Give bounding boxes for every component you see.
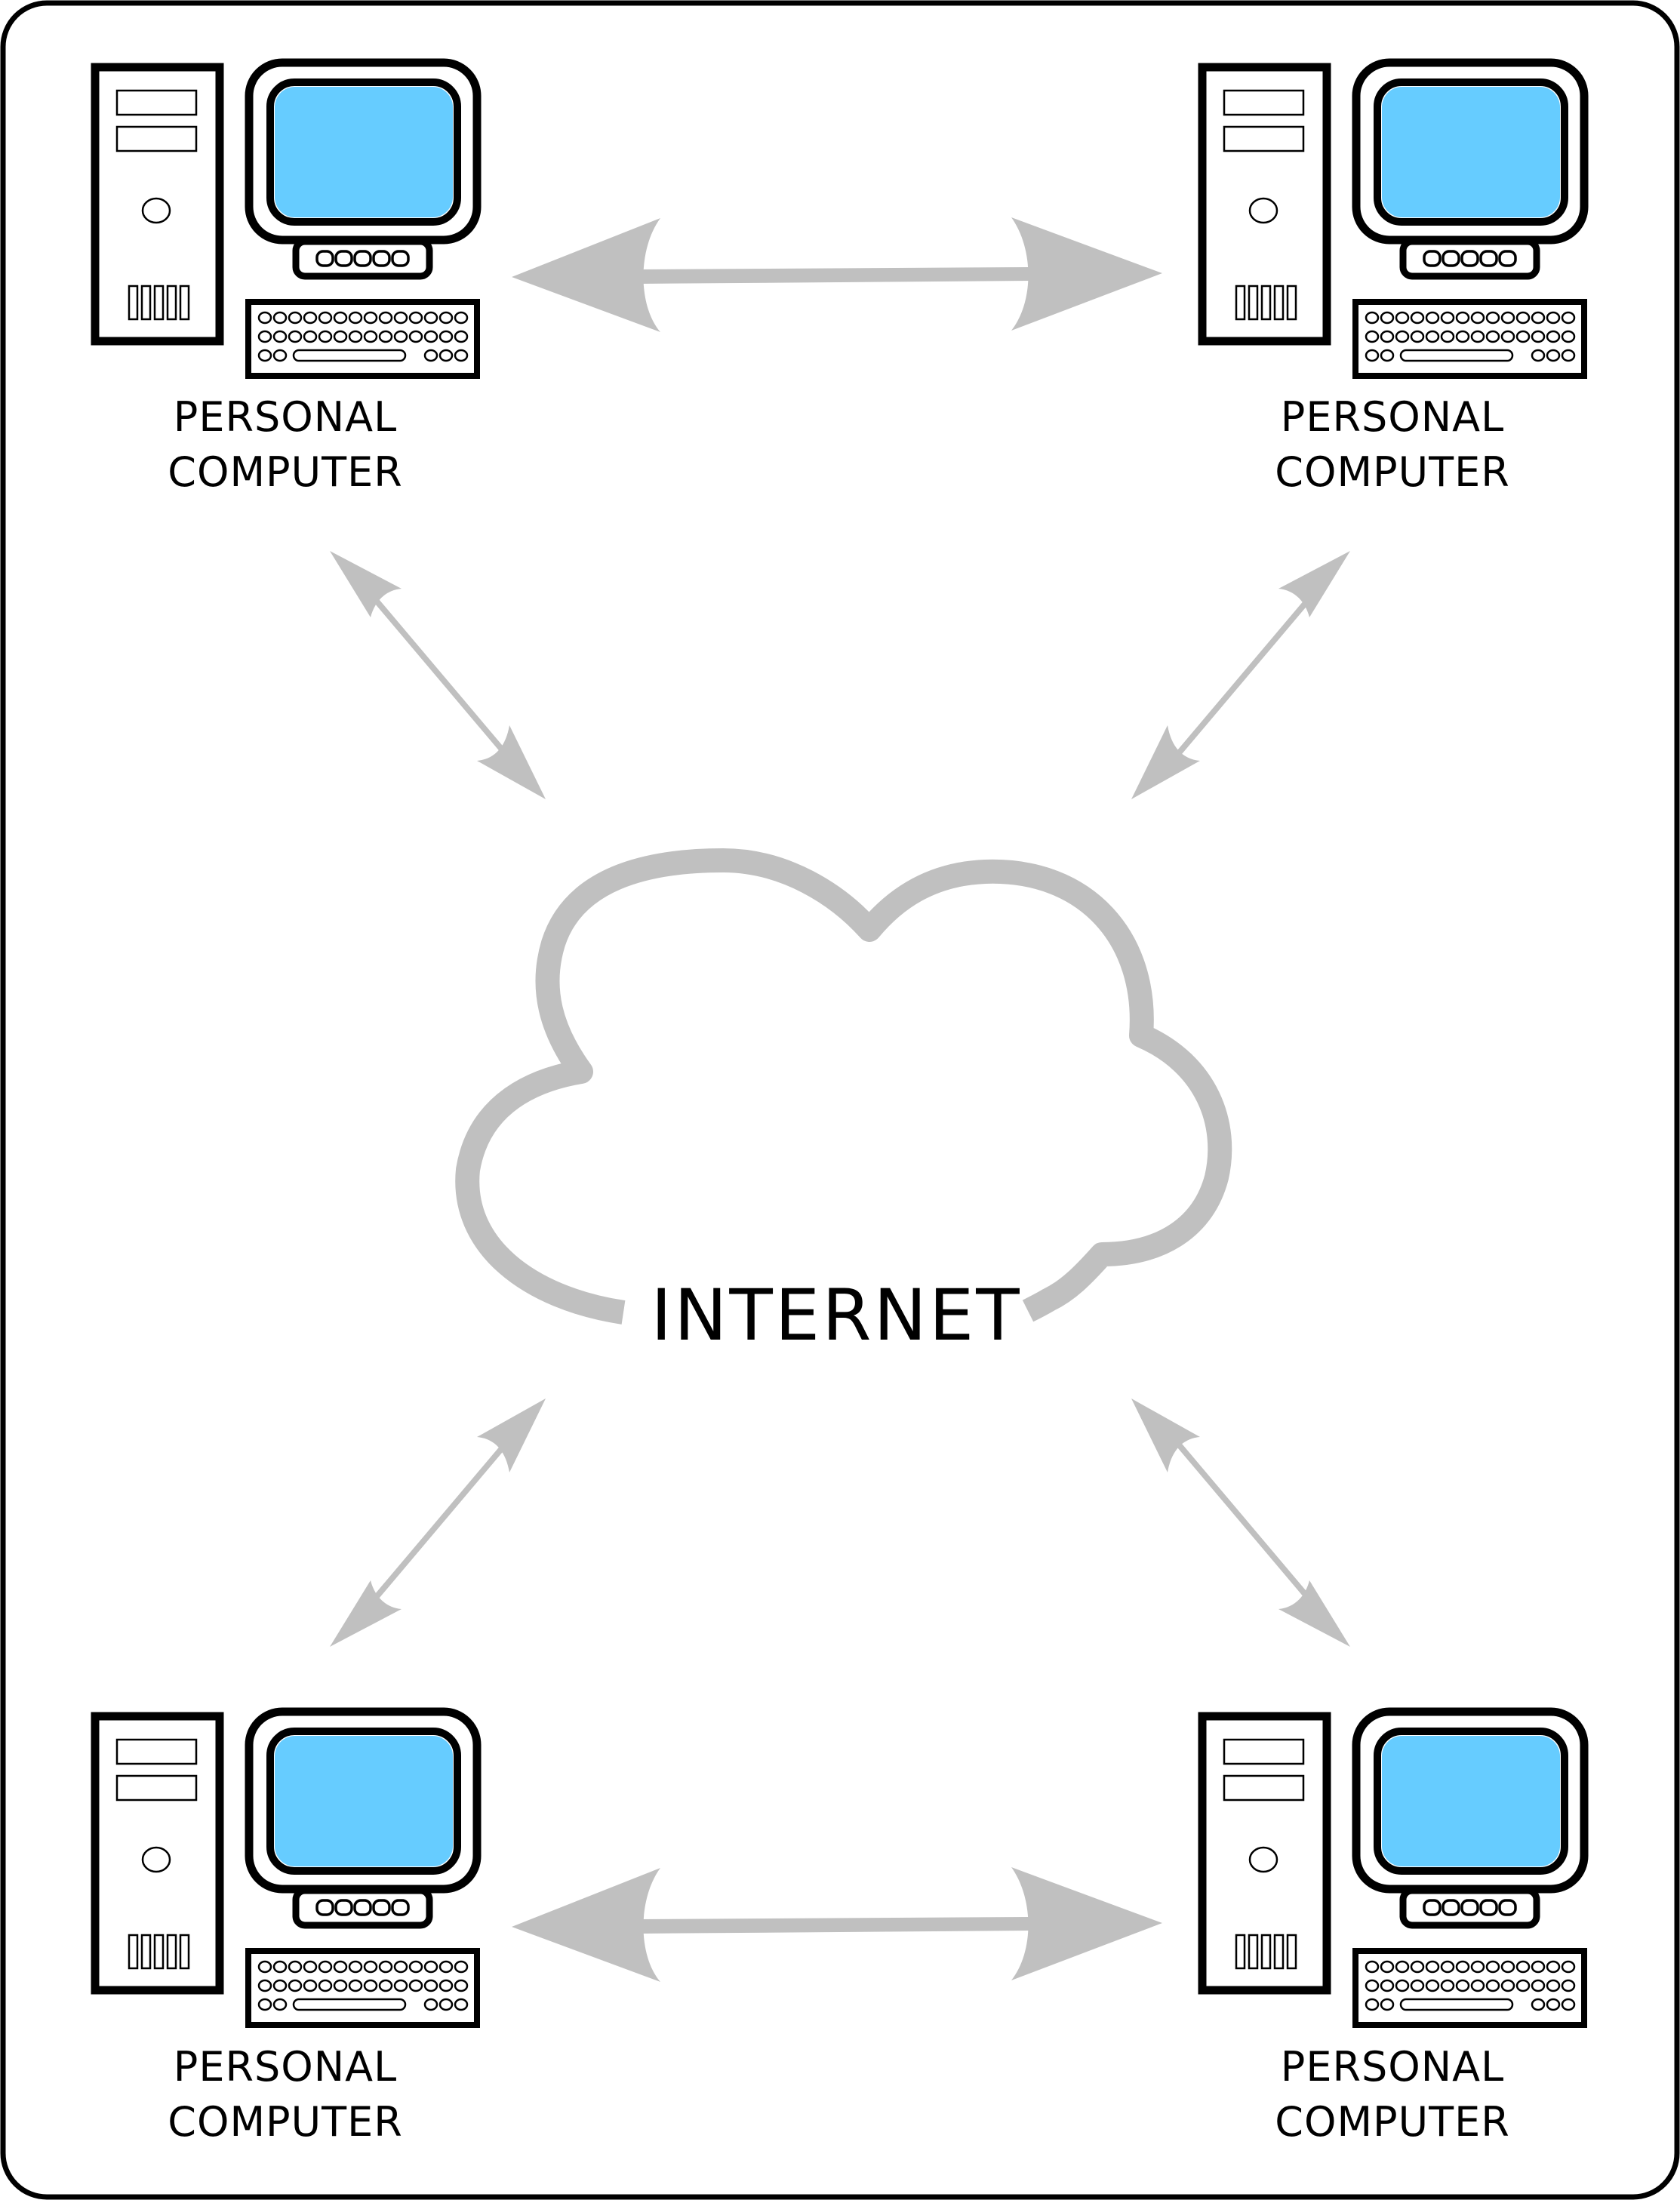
computer-label-line1: PERSONAL: [1281, 2043, 1504, 2091]
computer-label-line2: COMPUTER: [1275, 448, 1510, 496]
internet-cloud: INTERNET: [455, 848, 1232, 1357]
computer-label-line1: PERSONAL: [174, 393, 397, 441]
cloud-icon: [455, 848, 1232, 1325]
internet-label: INTERNET: [651, 1275, 1021, 1357]
computer-label-line2: COMPUTER: [1275, 2098, 1510, 2146]
arrow-bottom-left-to-internet: [330, 1398, 546, 1647]
computer-icon: [95, 1712, 477, 2025]
computer-label-line1: PERSONAL: [174, 2043, 397, 2091]
computer-icon: [1202, 63, 1584, 376]
arrow-top-left-to-internet: [330, 551, 546, 799]
computer-bottom-left: PERSONAL COMPUTER: [95, 1712, 477, 2146]
computer-label-line1: PERSONAL: [1281, 393, 1504, 441]
computer-top-left: PERSONAL COMPUTER: [95, 63, 477, 496]
arrow-bottom-right-to-internet: [1131, 1398, 1350, 1647]
computer-icon: [1202, 1712, 1584, 2025]
computer-top-right: PERSONAL COMPUTER: [1202, 63, 1584, 496]
computer-label-line2: COMPUTER: [168, 448, 403, 496]
arrow-top-pc-to-pc: [512, 217, 1162, 332]
arrow-top-right-to-internet: [1131, 551, 1350, 799]
computer-icon: [95, 63, 477, 376]
arrow-bottom-pc-to-pc: [512, 1867, 1162, 1982]
computer-bottom-right: PERSONAL COMPUTER: [1202, 1712, 1584, 2146]
computer-label-line2: COMPUTER: [168, 2098, 403, 2146]
